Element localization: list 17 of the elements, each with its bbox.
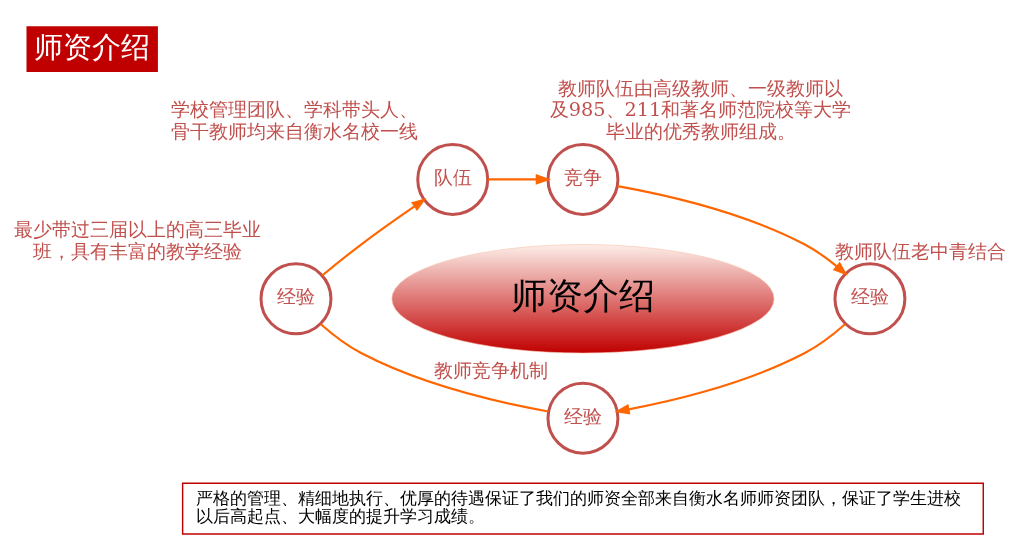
arrow: [487, 173, 551, 185]
node-circle: 队伍: [415, 142, 489, 216]
arrow: [321, 197, 427, 276]
node-circle: 竞争: [545, 142, 619, 216]
arrow: [616, 184, 848, 276]
arrow: [613, 322, 846, 414]
diagram-title: 师资介绍: [33, 29, 150, 64]
node-circle: 经验: [545, 381, 619, 455]
node-label: 教师队伍老中青结合: [834, 239, 1006, 263]
connector: [319, 322, 548, 412]
node-label: 教师队伍由高级教师、一级教师以及985、211和著名师范院校等大学毕业的优秀教师组成。: [549, 76, 851, 143]
node-ellipse: 师资介绍: [391, 243, 774, 353]
node-label: 教师竞争机制: [433, 358, 548, 382]
node-label: 最少带过三届以上的高三毕业班，具有丰富的教学经验: [13, 217, 261, 263]
node-box: 严格的管理、精细地执行、优厚的待遇保证了我们的师资全部来自衡水名师师资团队，保证了学生进校以后高起点、大幅度的提升学习成绩。: [181, 482, 984, 535]
node-circle: 经验: [259, 261, 332, 335]
node-label: 学校管理团队、学科带头人、骨干教师均来自衡水名校一线: [170, 97, 418, 143]
